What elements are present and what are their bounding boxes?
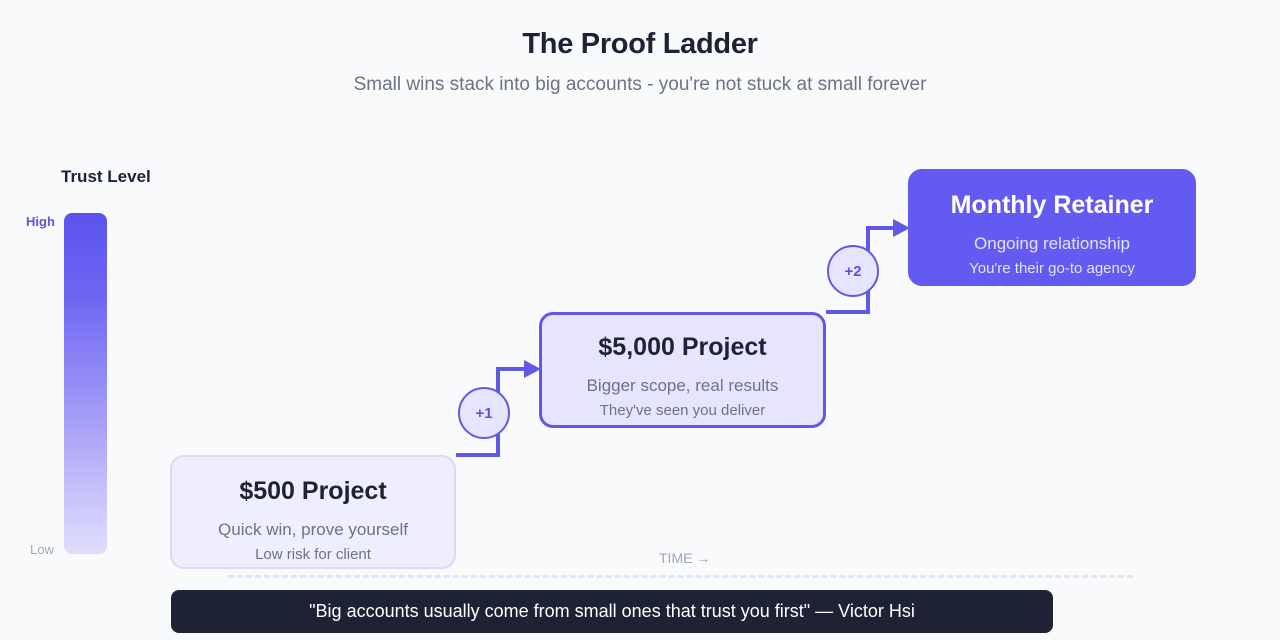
step-card-description: Bigger scope, real results: [586, 376, 779, 395]
step-card-note: You're their go-to agency: [969, 260, 1135, 277]
page-title: The Proof Ladder: [522, 28, 758, 60]
step-card-500-project: $500 Project Quick win, prove yourself L…: [170, 455, 456, 569]
step-card-5000-project: $5,000 Project Bigger scope, real result…: [539, 312, 826, 428]
step-card-description: Ongoing relationship: [974, 234, 1130, 253]
trust-low-label: Low: [30, 542, 54, 557]
step-badge-2: +2: [827, 245, 879, 297]
quote-text: "Big accounts usually come from small on…: [309, 601, 915, 621]
step-card-note: Low risk for client: [255, 546, 371, 563]
trust-high-label: High: [26, 214, 55, 229]
trust-level-title: Trust Level: [61, 167, 151, 186]
step-card-title: Monthly Retainer: [950, 191, 1154, 219]
trust-gradient-bar: [64, 213, 107, 554]
step-card-monthly-retainer: Monthly Retainer Ongoing relationship Yo…: [908, 169, 1196, 286]
time-axis-label: TIME →: [659, 550, 711, 566]
time-axis-line: [228, 575, 1133, 578]
quote-banner: "Big accounts usually come from small on…: [171, 590, 1053, 633]
page-subtitle: Small wins stack into big accounts - you…: [353, 74, 927, 95]
step-badge-1: +1: [458, 387, 510, 439]
step-card-description: Quick win, prove yourself: [218, 520, 408, 539]
step-card-title: $5,000 Project: [598, 333, 767, 361]
arrow-2-icon: [893, 219, 910, 237]
step-card-note: They've seen you deliver: [599, 402, 766, 419]
step-card-title: $500 Project: [239, 477, 387, 505]
arrow-1-icon: [524, 360, 541, 378]
